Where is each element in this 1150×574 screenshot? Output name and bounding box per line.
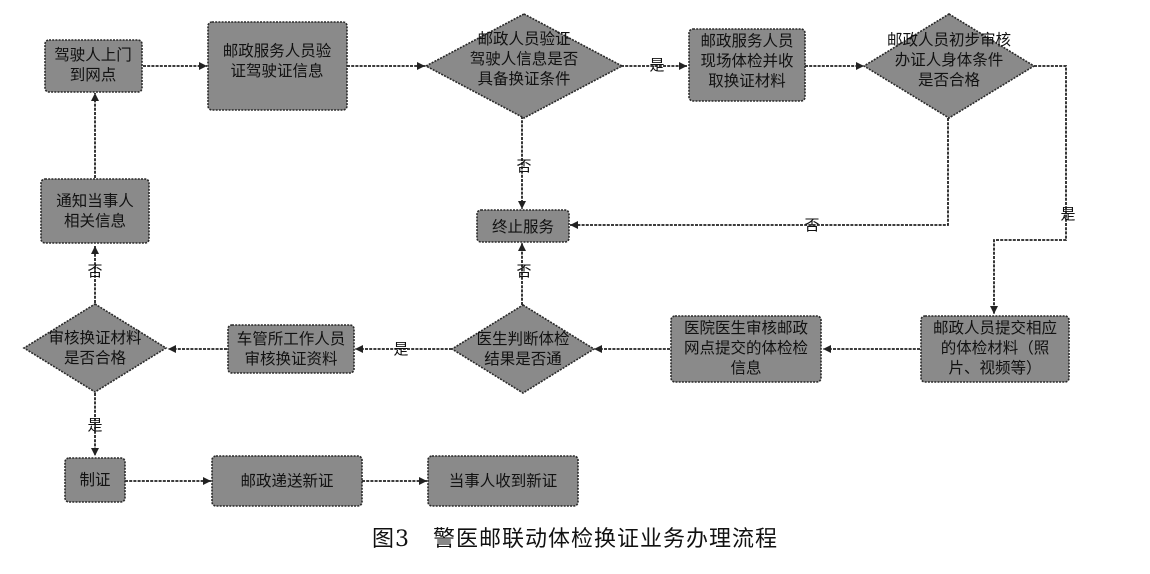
- node-review-materials: 审核换证材料是否合格: [22, 303, 168, 393]
- edge-labels: 是 否 否 是 否 是 否 是: [87, 56, 1075, 434]
- svg-text:邮政人员初步审核办证人身体条件是否合格: 邮政人员初步审核办证人身体条件是否合格: [887, 31, 1011, 89]
- node-label-line: 是否合格: [918, 71, 981, 89]
- node-submit-materials: 邮政人员提交相应的体检材料（照片、视频等）: [920, 315, 1070, 383]
- edge-label-prelim-yes: 是: [1060, 205, 1075, 223]
- node-label-line: 证驾驶证信息: [230, 62, 323, 80]
- node-label-line: 的体检材料（照: [941, 339, 1050, 357]
- edges: [91, 62, 1067, 485]
- node-label-line: 是否合格: [64, 349, 127, 367]
- svg-text:邮政服务人员现场体检并收取换证材料: 邮政服务人员现场体检并收取换证材料: [700, 32, 793, 90]
- svg-text:邮政人员验证驾驶人信息是否具备换证条件: 邮政人员验证驾驶人信息是否具备换证条件: [470, 30, 579, 88]
- svg-text:通知当事人相关信息: 通知当事人相关信息: [56, 192, 134, 230]
- node-label-line: 通知当事人: [56, 192, 134, 210]
- node-hospital-review: 医院医生审核邮政网点提交的体检检信息: [670, 315, 822, 383]
- node-label-line: 取换证材料: [708, 72, 786, 90]
- node-exam-collect: 邮政服务人员现场体检并收取换证材料: [688, 28, 806, 102]
- node-label-line: 网点提交的体检检: [684, 339, 808, 357]
- node-label-line: 驾驶人上门: [54, 46, 132, 64]
- node-label-line: 邮政人员验证: [477, 30, 570, 48]
- edge-prelim-to-terminate: [570, 118, 949, 229]
- node-terminate: 终止服务: [476, 209, 570, 243]
- node-label-line: 医院医生审核邮政: [684, 318, 809, 337]
- svg-text:车管所工作人员审核换证资料: 车管所工作人员审核换证资料: [237, 330, 346, 368]
- nodes: 驾驶人上门到网点 邮政服务人员验证驾驶证信息 邮政人员验证驾驶人信息是否具备换证…: [22, 13, 1070, 507]
- figure-caption: 图3 警医邮联动体检换证业务办理流程: [372, 527, 778, 552]
- node-label-line: 审核换证材料: [48, 329, 141, 347]
- edge-label-review-no: 否: [87, 262, 102, 280]
- svg-text:邮政服务人员验证驾驶证信息: 邮政服务人员验证驾驶证信息: [223, 42, 332, 80]
- node-receive-license: 当事人收到新证: [427, 455, 579, 507]
- node-dmv-review: 车管所工作人员审核换证资料: [227, 324, 355, 374]
- svg-text:邮政递送新证: 邮政递送新证: [240, 472, 333, 490]
- svg-text:终止服务: 终止服务: [492, 218, 554, 236]
- node-label-line: 车管所工作人员: [237, 330, 346, 348]
- edge-label-doctor-no: 否: [516, 262, 531, 280]
- node-label-line: 邮政递送新证: [240, 472, 333, 490]
- node-label-line: 片、视频等）: [948, 359, 1041, 377]
- node-label-line: 终止服务: [492, 218, 554, 236]
- edge-label-review-yes: 是: [87, 416, 102, 434]
- svg-text:医生判断体检结果是否通: 医生判断体检结果是否通: [476, 330, 569, 368]
- svg-text:驾驶人上门到网点: 驾驶人上门到网点: [54, 46, 132, 84]
- node-label-line: 信息: [730, 359, 761, 377]
- node-label-line: 办证人身体条件: [895, 51, 1004, 69]
- node-notify-party: 通知当事人相关信息: [40, 178, 150, 244]
- node-label-line: 邮政服务人员验: [223, 42, 332, 60]
- node-label-line: 到网点: [70, 66, 117, 84]
- node-label-line: 结果是否通: [484, 350, 562, 368]
- svg-text:制证: 制证: [79, 471, 110, 489]
- svg-text:医院医生审核邮政网点提交的体检检信息: 医院医生审核邮政网点提交的体检检信息: [684, 318, 809, 377]
- node-verify-license: 邮政服务人员验证驾驶证信息: [207, 21, 348, 111]
- svg-text:当事人收到新证: 当事人收到新证: [449, 472, 558, 490]
- node-label-line: 审核换证资料: [244, 350, 337, 368]
- node-label-line: 邮政服务人员: [700, 32, 793, 50]
- edge-label-check-yes: 是: [649, 56, 664, 74]
- node-check-conditions: 邮政人员验证驾驶人信息是否具备换证条件: [424, 13, 624, 119]
- node-mail-license: 邮政递送新证: [211, 455, 363, 507]
- node-label-line: 具备换证条件: [477, 70, 570, 88]
- node-make-license: 制证: [64, 457, 126, 503]
- node-label-line: 医生判断体检: [476, 330, 569, 348]
- edge-label-doctor-yes: 是: [393, 340, 408, 358]
- svg-text:审核换证材料是否合格: 审核换证材料是否合格: [48, 329, 141, 367]
- node-doctor-decide: 医生判断体检结果是否通: [450, 304, 596, 394]
- edge-label-check-no: 否: [516, 157, 531, 175]
- node-label-line: 邮政人员初步审核: [887, 31, 1011, 49]
- edge-prelim-to-submit: [990, 65, 1067, 314]
- node-prelim-review: 邮政人员初步审核办证人身体条件是否合格: [862, 13, 1036, 119]
- node-label-line: 邮政人员提交相应: [933, 318, 1057, 337]
- svg-text:邮政人员提交相应的体检材料（照片、视频等）: 邮政人员提交相应的体检材料（照片、视频等）: [933, 318, 1057, 377]
- node-driver-visit: 驾驶人上门到网点: [44, 39, 143, 93]
- node-label-line: 相关信息: [64, 212, 126, 230]
- node-label-line: 制证: [79, 471, 110, 489]
- node-label-line: 驾驶人信息是否: [470, 50, 579, 68]
- node-label-line: 当事人收到新证: [449, 472, 558, 490]
- edge-label-prelim-no: 否: [804, 216, 819, 234]
- node-label-line: 现场体检并收: [700, 52, 793, 70]
